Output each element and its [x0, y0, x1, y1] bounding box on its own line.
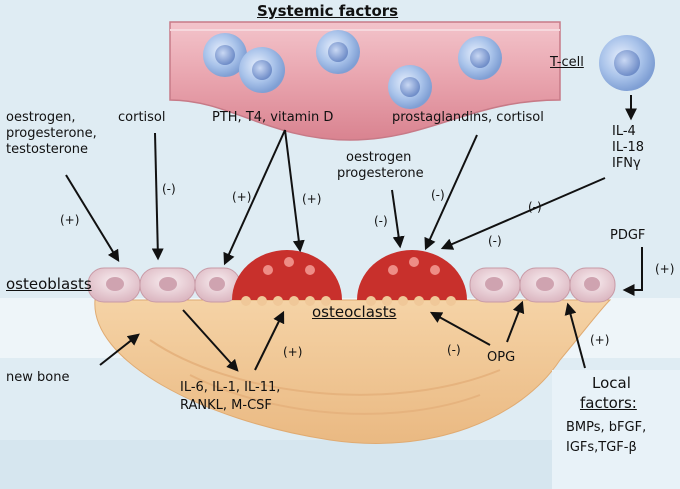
arrow — [284, 129, 305, 253]
diagram-title: Systemic factors — [257, 2, 399, 20]
oestrogen-mid-label-2: progesterone — [337, 166, 424, 181]
interleukin-label-1: IL-4 — [612, 124, 636, 139]
arrow — [223, 129, 286, 266]
local-factors-box — [552, 370, 680, 489]
sign-minus: (-) — [162, 182, 176, 196]
sign-minus: (-) — [447, 343, 461, 357]
interleukin-label-3: IFNγ — [612, 156, 641, 171]
sign-plus: (+) — [283, 345, 303, 359]
new-bone-label: new bone — [6, 370, 70, 385]
arrow — [182, 309, 239, 372]
sign-minus: (-) — [528, 200, 542, 214]
osteoblasts-label: osteoblasts — [6, 275, 92, 293]
arrow — [564, 302, 586, 369]
blood-cell — [388, 65, 432, 109]
bone-layer — [189, 374, 481, 415]
blood-cell — [458, 36, 502, 80]
arrow — [391, 189, 405, 249]
sign-plus: (+) — [590, 333, 610, 347]
pth-label: PTH, T4, vitamin D — [212, 110, 334, 125]
hormones-left-label-1: oestrogen, — [6, 110, 76, 125]
t-cell-label: T-cell — [550, 55, 584, 70]
cytokines-label-1: IL-6, IL-1, IL-11, — [180, 380, 281, 395]
osteoblast-cell — [469, 267, 521, 303]
osteoclasts-label: osteoclasts — [312, 303, 397, 321]
sign-plus: (+) — [655, 262, 675, 276]
blood-cell — [203, 33, 247, 77]
hormones-left-label-2: progesterone, — [6, 126, 97, 141]
arrow — [254, 310, 285, 371]
local-factors-items-1: BMPs, bFGF, — [566, 420, 647, 435]
cortisol-label: cortisol — [118, 110, 166, 125]
cytokines-label-2: RANKL, M-CSF — [180, 398, 272, 413]
sign-plus: (+) — [302, 192, 322, 206]
interleukin-label-2: IL-18 — [612, 140, 645, 155]
bone-tissue — [94, 299, 612, 444]
sign-minus: (-) — [488, 234, 502, 248]
bone-layer — [149, 339, 501, 396]
osteoblast-cell — [87, 267, 141, 303]
arrow — [99, 333, 140, 366]
osteoblast-cell — [519, 267, 571, 303]
arrow — [440, 177, 606, 250]
arrow — [424, 134, 478, 251]
oestrogen-mid-label-1: oestrogen — [346, 150, 412, 165]
osteoblast-cell — [139, 267, 196, 303]
arrow — [65, 174, 120, 263]
osteoclast-cell — [357, 250, 467, 306]
arrow — [429, 311, 491, 346]
sign-minus: (-) — [431, 188, 445, 202]
pdgf-label: PDGF — [610, 228, 646, 243]
sign-minus: (-) — [374, 214, 388, 228]
arrow — [622, 247, 643, 296]
osteoblast-cell — [569, 267, 616, 303]
local-factors-title-1: Local — [592, 374, 631, 392]
blood-cell — [239, 47, 285, 93]
blood-cell — [316, 30, 360, 74]
t-cell — [599, 35, 655, 91]
opg-label: OPG — [487, 350, 516, 365]
prostaglandins-label: prostaglandins, cortisol — [392, 110, 544, 125]
osteoclast-cell — [232, 250, 342, 306]
sign-plus: (+) — [60, 213, 80, 227]
osteoblast-cell — [194, 267, 241, 303]
local-factors-title-2: factors: — [580, 394, 637, 412]
hormones-left-label-3: testosterone — [6, 142, 89, 157]
sign-plus: (+) — [232, 190, 252, 204]
local-factors-items-2: IGFs,TGF-β — [566, 440, 637, 455]
arrow — [506, 300, 525, 343]
arrow — [151, 132, 164, 261]
